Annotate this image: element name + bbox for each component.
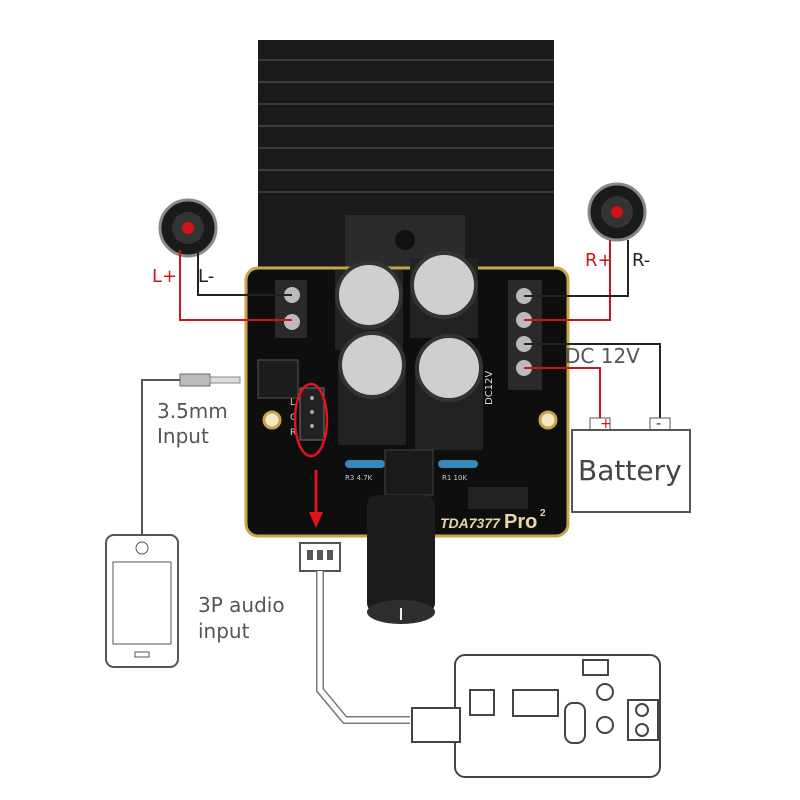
silk-g: G [290,413,297,423]
input-header-highlight [293,382,329,458]
battery-minus: - [656,416,661,432]
label-3p-audio: 3P audio [198,593,285,617]
silk-l: L [290,398,295,408]
phone [105,534,179,668]
audio-cable [141,379,180,535]
label-3p-input: input [198,619,250,643]
silk-r1: R1 10K [442,474,467,482]
silk-dc12v: DC12V [484,371,495,405]
label-left-minus: L- [198,266,214,287]
amplifier-board: L G R DC12V R3 4.7K R1 10K TDA7377 Pro 2 [244,251,570,538]
label-left-plus: L+ [152,266,177,287]
down-arrow-icon [309,470,323,528]
label-input: Input [157,424,209,448]
silk-r3: R3 4.7K [345,474,373,482]
silk-r: R [290,428,296,438]
board-brand-sup: 2 [540,508,546,519]
speaker-wires [179,240,661,420]
battery-label: Battery [578,454,682,487]
board-brand: Pro [504,511,537,533]
label-35mm: 3.5mm [157,399,228,423]
label-right-minus: R- [632,250,650,271]
audio-source-module [411,654,661,778]
right-speaker [587,182,647,242]
label-right-plus: R+ [585,250,613,271]
battery-plus: + [600,416,612,432]
left-speaker [158,198,218,258]
board-model: TDA7377 [440,515,501,531]
capacitors [335,251,483,450]
label-dc-voltage: DC 12V [565,344,640,368]
volume-knob[interactable] [367,449,435,624]
battery: + - Battery [571,416,691,513]
3p-connector [299,542,410,724]
heatsink [258,40,554,280]
